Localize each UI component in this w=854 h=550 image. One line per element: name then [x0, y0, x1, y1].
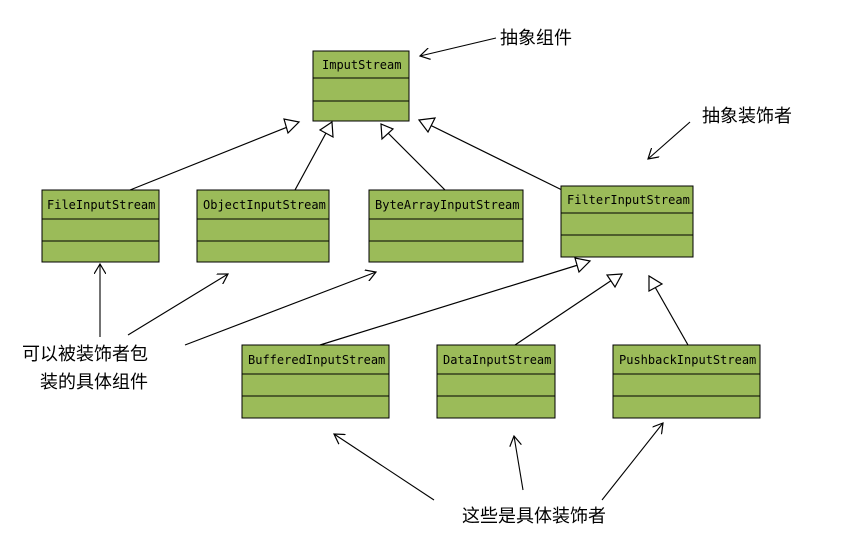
inheritance-arrowhead: [574, 257, 592, 274]
annotation-concrete-components-line2: 装的具体组件: [40, 372, 148, 393]
annotation-concrete-components-line1: 可以被装饰者包: [22, 344, 148, 365]
class-name: FileInputStream: [47, 198, 155, 212]
class-box-pushbackinputstream: PushbackInputStream: [612, 344, 761, 419]
class-box-datainputstream: DataInputStream: [436, 344, 556, 419]
annotation-concrete-decorators: 这些是具体装饰者: [462, 506, 606, 527]
inheritance-arrowhead: [380, 123, 395, 141]
class-name: ObjectInputStream: [203, 198, 326, 212]
class-name: ImputStream: [322, 58, 401, 72]
class-name: BufferedInputStream: [248, 353, 385, 367]
annotation-arrows: [100, 37, 691, 501]
inheritance-arrowhead: [283, 118, 301, 135]
inheritance-arrowhead: [417, 117, 437, 134]
class-name: PushbackInputStream: [619, 353, 756, 367]
class-box-fileinputstream: FileInputStream: [41, 189, 160, 263]
annotation-abstract-decorator: 抽象装饰者: [702, 106, 792, 127]
class-box-inputstream: ImputStream: [312, 50, 410, 122]
annotation-abstract-component: 抽象组件: [500, 28, 572, 49]
inheritance-lines: [129, 117, 689, 346]
class-box-objectinputstream: ObjectInputStream: [196, 189, 330, 263]
inheritance-arrowhead: [648, 274, 664, 293]
class-box-bufferedinputstream: BufferedInputStream: [241, 344, 390, 419]
class-name: DataInputStream: [443, 353, 551, 367]
inheritance-arrowhead: [605, 273, 624, 289]
class-name: FilterInputStream: [567, 193, 690, 207]
inheritance-arrowhead: [318, 120, 334, 139]
class-box-filterinputstream: FilterInputStream: [560, 185, 694, 258]
class-name: ByteArrayInputStream: [375, 198, 520, 212]
class-box-bytearrayinputstream: ByteArrayInputStream: [368, 189, 524, 263]
